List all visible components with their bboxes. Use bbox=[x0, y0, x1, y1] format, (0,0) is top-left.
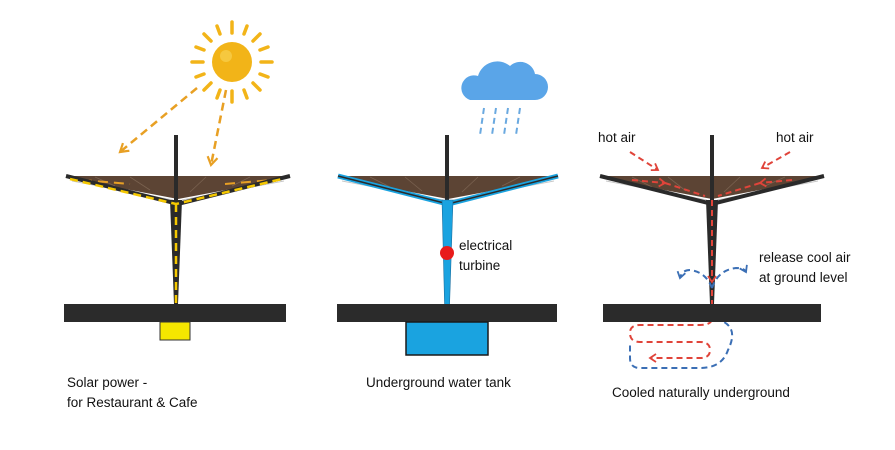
solar-caption-line2: for Restaurant & Cafe bbox=[67, 395, 198, 410]
battery-box bbox=[159, 321, 191, 341]
downpipe bbox=[441, 199, 454, 323]
turbine-label-line2: turbine bbox=[459, 258, 501, 273]
ground-slab bbox=[337, 304, 557, 322]
solar-panel bbox=[64, 20, 291, 341]
hot-air-arrow bbox=[760, 151, 791, 170]
hot-air-arrow bbox=[758, 177, 793, 188]
release-label-line2: at ground level bbox=[759, 270, 848, 285]
cooling-panel bbox=[599, 135, 825, 369]
rain-cloud-icon bbox=[461, 61, 548, 136]
water-caption: Underground water tank bbox=[366, 375, 511, 390]
water-panel bbox=[337, 61, 559, 356]
turbine-label-line1: electrical bbox=[459, 238, 513, 253]
hot-air-right-label: hot air bbox=[776, 130, 814, 145]
hot-air-left-label: hot air bbox=[598, 130, 636, 145]
sun-icon bbox=[190, 20, 274, 104]
cool-air-arrow bbox=[676, 268, 713, 289]
hot-air-arrow bbox=[631, 177, 667, 188]
release-label-line1: release cool air bbox=[759, 250, 851, 265]
hot-air-arrow bbox=[717, 182, 761, 197]
cool-air-arrow bbox=[711, 264, 748, 289]
ground-slab bbox=[603, 304, 821, 322]
sun-ray-arrow bbox=[118, 87, 198, 154]
support-column bbox=[170, 200, 182, 304]
water-tank bbox=[405, 321, 489, 356]
solar-caption-line1: Solar power - bbox=[67, 375, 148, 390]
hot-air-arrow bbox=[664, 182, 706, 197]
hot-air-arrow bbox=[629, 151, 660, 172]
turbine-dot bbox=[440, 246, 454, 260]
cooling-caption: Cooled naturally underground bbox=[612, 385, 790, 400]
sun-ray-arrow bbox=[206, 89, 228, 168]
ground-slab bbox=[64, 304, 286, 322]
underground-loop-hot bbox=[628, 290, 713, 363]
